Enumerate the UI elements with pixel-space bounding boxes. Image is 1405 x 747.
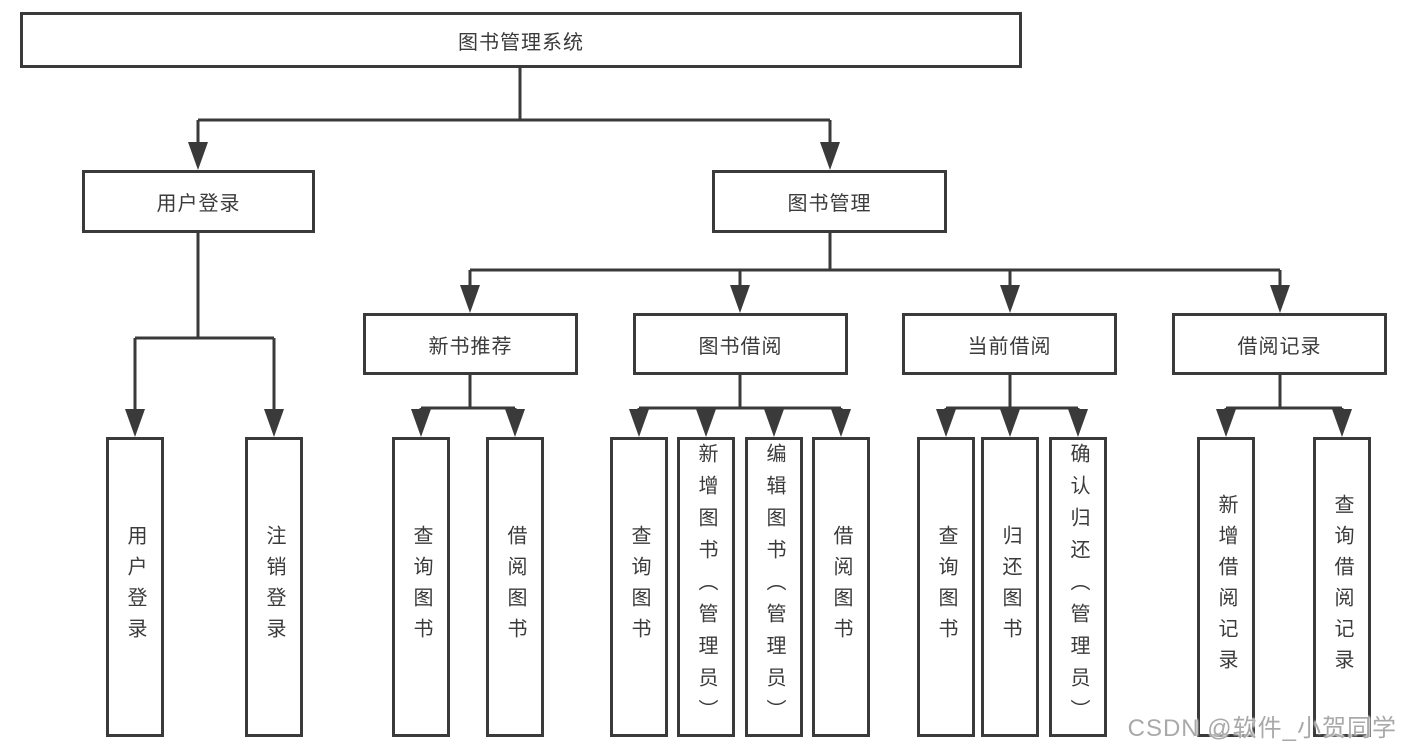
- leaf-return-book: 归还图书: [981, 437, 1039, 737]
- leaf-recommend-query-book: 查询图书: [392, 437, 450, 737]
- leaf-current-query-book-label: 查询图书: [935, 525, 957, 649]
- node-book-management-label: 图书管理: [787, 193, 872, 215]
- leaf-return-book-label: 归还图书: [999, 525, 1021, 649]
- leaf-user-login: 用户登录: [106, 437, 164, 737]
- leaf-confirm-return-admin-label: 确认归还（管理员）: [1067, 443, 1089, 731]
- leaf-recommend-borrow-book-label: 借阅图书: [504, 525, 526, 649]
- leaf-edit-book-admin-label: 编辑图书（管理员）: [763, 443, 785, 731]
- node-new-book-recommend: 新书推荐: [363, 313, 578, 375]
- node-book-borrowing: 图书借阅: [633, 313, 848, 375]
- leaf-add-book-admin: 新增图书（管理员）: [677, 437, 735, 737]
- leaf-user-login-label: 用户登录: [124, 525, 146, 649]
- leaf-query-borrow-record: 查询借阅记录: [1313, 437, 1371, 737]
- leaf-borrowing-query-book: 查询图书: [610, 437, 668, 737]
- leaf-add-borrow-record: 新增借阅记录: [1197, 437, 1255, 737]
- node-borrowing-records-label: 借阅记录: [1237, 335, 1322, 358]
- node-current-borrowing: 当前借阅: [902, 313, 1117, 375]
- leaf-add-borrow-record-label: 新增借阅记录: [1215, 494, 1237, 680]
- node-library-system-label: 图书管理系统: [458, 31, 584, 54]
- leaf-borrowing-query-book-label: 查询图书: [628, 525, 650, 649]
- node-library-system: 图书管理系统: [20, 12, 1022, 68]
- node-user-login: 用户登录: [82, 170, 315, 233]
- leaf-logout: 注销登录: [245, 437, 303, 737]
- node-book-management: 图书管理: [712, 170, 947, 233]
- leaf-current-query-book: 查询图书: [917, 437, 975, 737]
- leaf-borrowing-borrow-book-label: 借阅图书: [830, 525, 852, 649]
- leaf-recommend-query-book-label: 查询图书: [410, 525, 432, 649]
- node-current-borrowing-label: 当前借阅: [967, 335, 1052, 358]
- arrowheads: [125, 142, 1352, 437]
- leaf-borrowing-borrow-book: 借阅图书: [812, 437, 870, 737]
- node-borrowing-records: 借阅记录: [1172, 313, 1387, 375]
- leaf-query-borrow-record-label: 查询借阅记录: [1331, 494, 1353, 680]
- leaf-logout-label: 注销登录: [263, 525, 285, 649]
- leaf-edit-book-admin: 编辑图书（管理员）: [745, 437, 803, 737]
- leaf-add-book-admin-label: 新增图书（管理员）: [695, 443, 717, 731]
- node-new-book-recommend-label: 新书推荐: [428, 335, 513, 358]
- leaf-recommend-borrow-book: 借阅图书: [486, 437, 544, 737]
- node-user-login-label: 用户登录: [156, 193, 241, 215]
- leaf-confirm-return-admin: 确认归还（管理员）: [1049, 437, 1107, 737]
- node-book-borrowing-label: 图书借阅: [698, 335, 783, 358]
- csdn-watermark: CSDN @软件_小贺同学: [1127, 715, 1397, 742]
